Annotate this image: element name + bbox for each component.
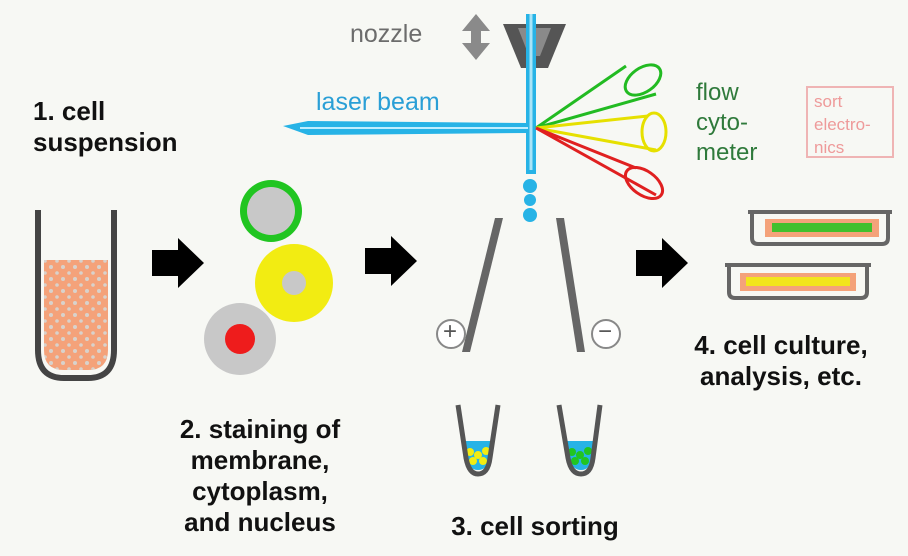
deflection-plate-positive <box>462 218 503 352</box>
nozzle-label: nozzle <box>350 20 423 48</box>
arrow-icon <box>636 238 688 288</box>
step-1-line: suspension <box>33 127 178 157</box>
step-1-label: 1. cell suspension <box>33 96 177 158</box>
plus-sign: + <box>443 318 458 345</box>
membrane-stained-cell <box>240 180 302 242</box>
yellow-collection-tube <box>455 404 501 477</box>
flow-cytometer-label: flow cyto- meter <box>696 78 757 168</box>
step-2-line: 2. staining of <box>179 414 341 444</box>
step-1-line: 1. cell <box>33 96 106 126</box>
sort-electronics-line: nics <box>814 138 845 157</box>
step-2-label: 2. staining of membrane, cytoplasm, and … <box>140 414 380 538</box>
flow-cytometer-line: cyto- <box>696 109 749 136</box>
cell-suspension-tube <box>35 210 117 381</box>
flow-cytometer-line: meter <box>696 139 758 166</box>
arrow-icon <box>152 238 204 288</box>
red-detector <box>535 126 665 201</box>
plus-icon <box>436 319 466 349</box>
flow-cytometer-line: flow <box>696 79 739 106</box>
laser-beam-label: laser beam <box>316 88 440 116</box>
nucleus-stained-cell <box>204 303 276 375</box>
culture-dish-yellow <box>725 263 871 300</box>
up-down-arrow-icon <box>462 14 490 60</box>
step-4-label: 4. cell culture, analysis, etc. <box>656 330 906 392</box>
step-2-line: cytoplasm, <box>192 476 328 506</box>
green-collection-tube <box>556 404 603 477</box>
green-detector <box>535 63 663 130</box>
fluid-stream <box>523 14 537 222</box>
laser-beam <box>283 121 528 135</box>
minus-icon <box>591 319 621 349</box>
culture-dish-green <box>748 210 892 246</box>
arrow-icon <box>365 236 417 286</box>
cytoplasm-stained-cell <box>255 244 333 322</box>
step-4-line: 4. cell culture, <box>694 330 868 360</box>
step-3-label: 3. cell sorting <box>451 511 619 541</box>
step-2-line: and nucleus <box>184 507 336 537</box>
sort-electronics-box: sort electro- nics <box>806 86 894 158</box>
yellow-detector <box>535 111 668 153</box>
minus-sign: − <box>598 318 613 345</box>
deflection-plate-negative <box>556 218 585 352</box>
sort-electronics-line: sort <box>814 92 843 111</box>
step-2-line: membrane, <box>190 445 330 475</box>
sort-electronics-line: electro- <box>814 115 871 134</box>
step-4-line: analysis, etc. <box>700 361 862 391</box>
